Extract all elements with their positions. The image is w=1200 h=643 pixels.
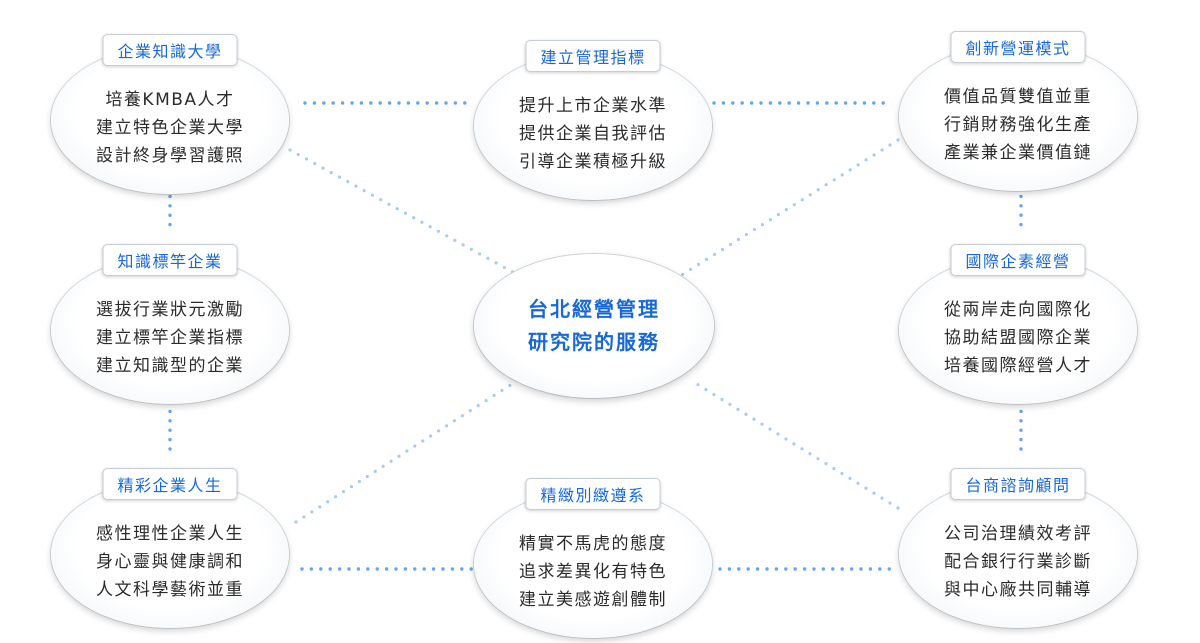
connector-life-to-center xyxy=(294,382,514,524)
node-line: 公司治理績效考評 xyxy=(944,524,1092,544)
center-title-line-1: 台北經營管理 xyxy=(528,297,660,321)
node-line: 建立美感遊創體制 xyxy=(519,590,667,610)
node-title: 精緻別緻遵系 xyxy=(525,478,661,510)
node-international-management: 國際企素經營 從兩岸走向國際化 協助結盟國際企業 培養國際經營人才 xyxy=(899,244,1137,404)
node-enterprise-life: 精彩企業人生 感性理性企業人生 身心靈與健康調和 人文科學藝術並重 xyxy=(51,468,289,628)
node-title: 建立管理指標 xyxy=(525,40,661,72)
node-management-indicators: 建立管理指標 提升上市企業水準 提供企業自我評估 引導企業積極升級 xyxy=(474,40,712,200)
node-line: 培養KMBA人才 xyxy=(105,90,235,110)
node-line: 培養國際經營人才 xyxy=(944,356,1092,376)
node-line: 提供企業自我評估 xyxy=(519,124,667,144)
node-line: 建立特色企業大學 xyxy=(96,118,244,138)
connector-innovation-to-center xyxy=(678,138,900,278)
connector-consult-to-center xyxy=(690,379,900,510)
center-title-line-2: 研究院的服務 xyxy=(528,330,660,354)
node-line: 行銷財務強化生產 xyxy=(944,115,1092,135)
node-knowledge-university: 企業知識大學 培養KMBA人才 建立特色企業大學 設計終身學習護照 xyxy=(51,34,289,194)
node-line: 人文科學藝術並重 xyxy=(96,580,244,600)
node-innovation-model: 創新營運模式 價值品質雙值並重 行銷財務強化生產 產業兼企業價值鏈 xyxy=(899,31,1137,191)
node-title: 創新營運模式 xyxy=(950,31,1086,63)
node-title: 企業知識大學 xyxy=(102,34,238,66)
node-line: 建立標竿企業指標 xyxy=(96,328,244,348)
node-line: 身心靈與健康調和 xyxy=(96,552,244,572)
node-line: 建立知識型的企業 xyxy=(96,356,244,376)
node-refined-system: 精緻別緻遵系 精實不馬虎的態度 追求差異化有特色 建立美感遊創體制 xyxy=(474,478,712,638)
node-title: 台商諮詢顧問 xyxy=(950,468,1086,500)
node-consulting: 台商諮詢顧問 公司治理績效考評 配合銀行行業診斷 與中心廠共同輔導 xyxy=(899,468,1137,628)
node-line: 協助結盟國際企業 xyxy=(944,328,1092,348)
node-line: 提升上市企業水準 xyxy=(519,96,667,116)
node-line: 引導企業積極升級 xyxy=(519,152,667,172)
node-line: 感性理性企業人生 xyxy=(96,524,244,544)
node-title: 知識標竿企業 xyxy=(102,244,238,276)
node-line: 與中心廠共同輔導 xyxy=(944,580,1092,600)
node-line: 追求差異化有特色 xyxy=(519,562,667,582)
node-title: 國際企素經營 xyxy=(950,244,1086,276)
node-line: 選拔行業狀元激勵 xyxy=(96,300,244,320)
node-line: 產業兼企業價值鏈 xyxy=(944,143,1092,163)
connector-kmba-to-center xyxy=(288,148,522,278)
node-line: 設計終身學習護照 xyxy=(96,146,244,166)
node-line: 精實不馬虎的態度 xyxy=(519,534,667,554)
node-line: 配合銀行行業診斷 xyxy=(944,552,1092,572)
node-title: 精彩企業人生 xyxy=(102,468,238,500)
node-line: 價值品質雙值並重 xyxy=(944,87,1092,107)
node-benchmark-enterprise: 知識標竿企業 選拔行業狀元激勵 建立標竿企業指標 建立知識型的企業 xyxy=(51,244,289,404)
node-line: 從兩岸走向國際化 xyxy=(944,300,1092,320)
center-hub: 台北經營管理 研究院的服務 xyxy=(474,254,714,398)
